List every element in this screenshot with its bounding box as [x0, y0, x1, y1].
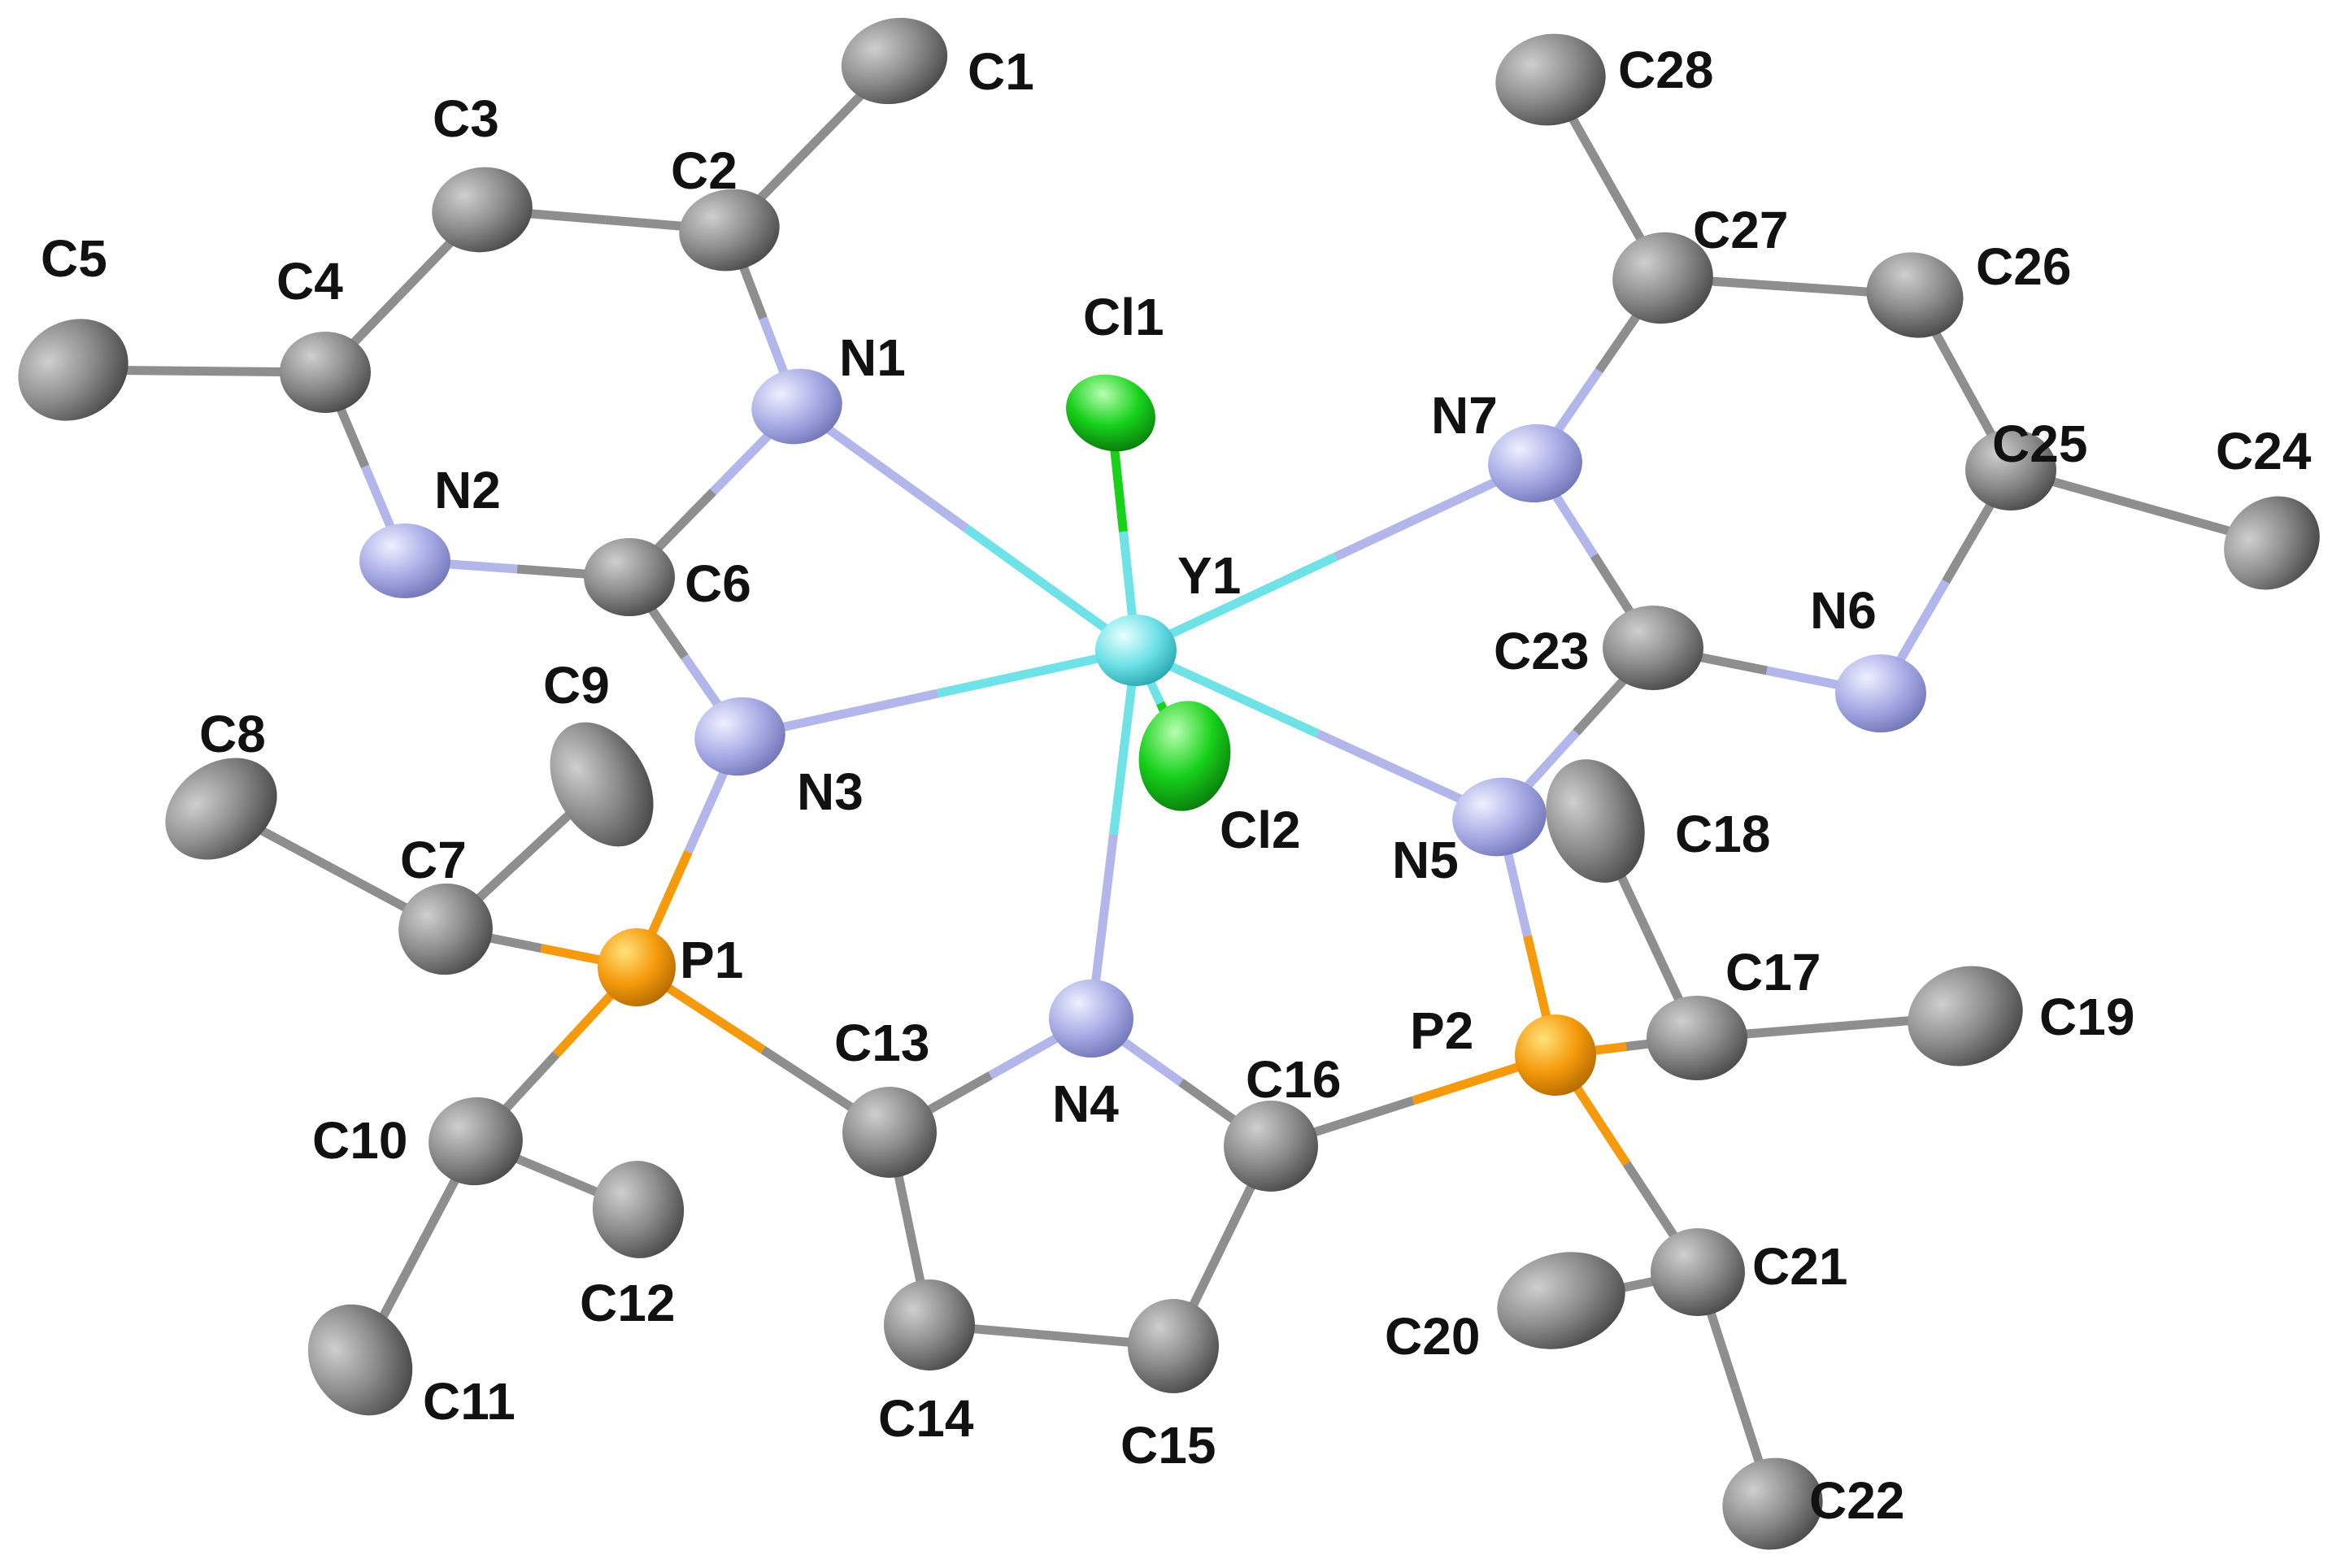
atom-label-C18: C18 [1675, 805, 1770, 863]
atom-C22 [1722, 1457, 1823, 1550]
atom-label-N3: N3 [797, 762, 864, 821]
atom-N3 [694, 697, 785, 776]
atom-C12 [592, 1161, 685, 1258]
atom-label-Cl1: Cl1 [1083, 288, 1164, 346]
atom-label-C27: C27 [1693, 201, 1788, 259]
atom-N5 [1452, 777, 1547, 857]
atom-label-N6: N6 [1810, 581, 1877, 640]
atom-label-N2: N2 [434, 461, 501, 519]
atom-C23 [1603, 606, 1703, 690]
bond-Y1-N1 [794, 402, 1139, 654]
atom-label-C23: C23 [1494, 622, 1589, 680]
atom-Y1 [1095, 615, 1177, 686]
atom-C14 [884, 1279, 975, 1370]
atom-layer [18, 17, 2320, 1550]
atom-C18 [1546, 759, 1645, 883]
atom-C25 [1965, 429, 2056, 510]
atom-label-C16: C16 [1246, 1050, 1341, 1109]
atom-label-C24: C24 [2216, 422, 2312, 480]
atom-C13 [842, 1087, 937, 1178]
atom-label-C22: C22 [1809, 1471, 1904, 1530]
atom-label-C19: C19 [2039, 988, 2134, 1046]
atom-label-N5: N5 [1392, 831, 1459, 889]
atom-label-C13: C13 [834, 1014, 929, 1072]
atom-C3 [432, 167, 533, 253]
atom-C4 [280, 332, 371, 413]
atom-C8 [165, 758, 277, 860]
atom-C27 [1612, 232, 1713, 324]
atom-C17 [1647, 996, 1747, 1080]
atom-N1 [751, 368, 842, 445]
atom-label-P2: P2 [1410, 1001, 1473, 1060]
atom-C16 [1224, 1101, 1318, 1192]
atom-label-C12: C12 [580, 1274, 675, 1332]
atom-C10 [429, 1097, 523, 1186]
atom-N6 [1835, 654, 1926, 732]
atom-label-C20: C20 [1385, 1307, 1480, 1366]
atom-C6 [584, 538, 675, 616]
atom-label-C9: C9 [543, 656, 610, 715]
atom-label-C15: C15 [1120, 1416, 1216, 1475]
atom-label-C5: C5 [41, 229, 107, 288]
atom-label-C7: C7 [400, 831, 467, 889]
atom-label-N7: N7 [1431, 386, 1498, 445]
atom-N7 [1488, 423, 1582, 503]
atom-C20 [1497, 1252, 1625, 1349]
atom-C1 [841, 17, 948, 105]
atom-Cl1 [1066, 374, 1155, 452]
atom-label-C4: C4 [276, 252, 343, 311]
atom-label-Cl2: Cl2 [1220, 801, 1301, 859]
atom-label-C1: C1 [968, 42, 1034, 101]
atom-N4 [1049, 979, 1133, 1058]
atom-label-C10: C10 [312, 1111, 407, 1170]
atom-label-P1: P1 [680, 931, 743, 989]
atom-C15 [1128, 1299, 1219, 1393]
atom-label-C17: C17 [1725, 943, 1821, 1001]
atom-label-C6: C6 [685, 554, 751, 613]
atom-label-C14: C14 [878, 1389, 974, 1448]
atom-label-C26: C26 [1976, 237, 2071, 296]
atom-P2 [1515, 1014, 1596, 1096]
bond-Y1-N3 [738, 645, 1138, 741]
atom-Cl2 [1138, 701, 1231, 811]
atom-N2 [359, 523, 450, 598]
atom-C26 [1866, 252, 1964, 338]
atom-C28 [1495, 33, 1606, 126]
atom-label-C28: C28 [1618, 41, 1713, 99]
atom-label-N1: N1 [839, 328, 906, 387]
atom-label-C2: C2 [671, 141, 737, 200]
atom-C11 [307, 1304, 413, 1416]
atom-label-C25: C25 [1992, 415, 2087, 473]
atom-label-C8: C8 [199, 705, 266, 763]
bond-Y1-N4 [1086, 649, 1141, 1019]
atom-P1 [598, 928, 676, 1006]
atom-label-Y1: Y1 [1177, 546, 1241, 605]
atom-C24 [2224, 496, 2320, 590]
atom-label-C11: C11 [423, 1372, 516, 1431]
atom-label-C21: C21 [1752, 1237, 1847, 1296]
atom-C9 [550, 722, 654, 847]
atom-label-N4: N4 [1052, 1075, 1119, 1133]
atom-C7 [398, 883, 493, 975]
atom-C2 [679, 189, 780, 271]
atom-C19 [1908, 966, 2023, 1066]
atom-C21 [1651, 1228, 1745, 1316]
atom-C5 [18, 319, 128, 421]
atom-label-C3: C3 [433, 89, 499, 148]
